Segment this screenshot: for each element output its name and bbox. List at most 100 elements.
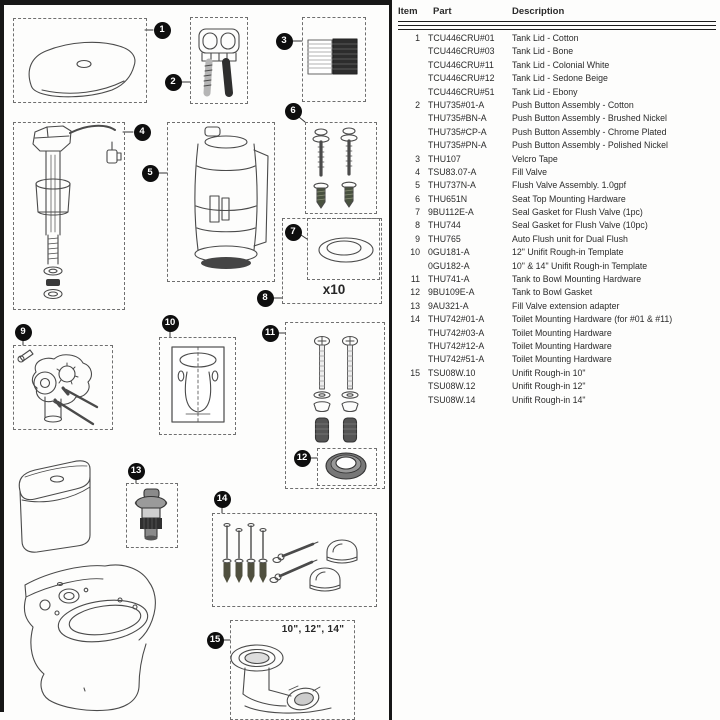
part-cell: THU107	[428, 153, 461, 164]
column-header-description: Description	[512, 6, 565, 17]
description-cell: Unifit Rough-in 14"	[512, 394, 586, 405]
item-cell: 10	[410, 247, 420, 258]
item-cell: 3	[415, 153, 420, 164]
callout-7: 7	[284, 223, 302, 241]
description-cell: Tank Lid - Ebony	[512, 86, 578, 97]
description-cell: Toilet Mounting Hardware	[512, 354, 612, 365]
part-cell: THU742#03-A	[428, 327, 485, 338]
part-cell: TCU446CRU#11	[428, 59, 494, 70]
part-cell: THU765	[428, 233, 461, 244]
description-cell: Fill Valve extension adapter	[512, 300, 620, 311]
description-cell: Tank Lid - Colonial White	[512, 59, 610, 70]
description-cell: Seat Top Mounting Hardware	[512, 193, 626, 204]
part-cell: TCU446CRU#03	[428, 46, 495, 57]
part-cell: THU744	[428, 220, 461, 231]
part-box-2	[190, 17, 248, 104]
description-cell: Tank to Bowl Gasket	[512, 287, 593, 298]
part-cell: THU735#BN-A	[428, 113, 487, 124]
item-cell: 15	[410, 367, 420, 378]
description-cell: Push Button Assembly - Brushed Nickel	[512, 113, 667, 124]
description-cell: Toilet Mounting Hardware (for #01 & #11)	[512, 314, 673, 325]
description-cell: Push Button Assembly - Cotton	[512, 99, 634, 110]
part-cell: THU737N-A	[428, 180, 476, 191]
part-cell: THU742#12-A	[428, 340, 485, 351]
description-cell: Tank Lid - Sedone Beige	[512, 73, 608, 84]
callout-6: 6	[284, 102, 302, 120]
description-cell: Tank Lid - Bone	[512, 46, 574, 57]
quantity-x10-label: x10	[322, 282, 346, 297]
table-row: TCU446CRU#51 Tank Lid - Ebony	[398, 86, 716, 99]
part-box-12	[317, 448, 377, 486]
table-row: TCU446CRU#03 Tank Lid - Bone	[398, 45, 716, 58]
description-cell: Push Button Assembly - Polished Nickel	[512, 140, 668, 151]
callout-13: 13	[127, 462, 145, 480]
item-cell: 7	[415, 207, 420, 218]
callout-9: 9	[14, 323, 32, 341]
table-row: 15 TSU08W.10 Unifit Rough-in 10"	[398, 367, 716, 380]
part-cell: TCU446CRU#51	[428, 86, 495, 97]
table-row: THU735#BN-A Push Button Assembly - Brushe…	[398, 112, 716, 125]
part-cell: 9AU321-A	[428, 300, 469, 311]
description-cell: Tank Lid - Cotton	[512, 33, 579, 43]
part-cell: THU741-A	[428, 274, 470, 285]
part-box-4	[13, 122, 125, 310]
callout-15: 15	[206, 631, 224, 649]
callout-8: 8	[256, 289, 274, 307]
part-cell: THU742#51-A	[428, 354, 485, 365]
table-header: Item Part Description	[398, 6, 716, 22]
part-box-6	[305, 122, 377, 214]
item-cell: 11	[410, 274, 420, 285]
part-cell: TSU08W.10	[428, 367, 476, 378]
part-cell: TSU83.07-A	[428, 166, 477, 177]
description-cell: Auto Flush unit for Dual Flush	[512, 233, 628, 244]
description-cell: Seal Gasket for Flush Valve (10pc)	[512, 220, 648, 231]
part-cell: THU651N	[428, 193, 468, 204]
part-box-1	[13, 18, 147, 103]
item-cell: 2	[415, 99, 420, 110]
part-box-7	[307, 218, 380, 280]
callout-1: 1	[153, 21, 171, 39]
description-cell: Unifit Rough-in 10"	[512, 367, 586, 378]
description-cell: Velcro Tape	[512, 153, 558, 164]
part-cell: THU735#PN-A	[428, 140, 487, 151]
scan-edge-top	[0, 0, 390, 5]
description-cell: Seal Gasket for Flush Valve (1pc)	[512, 207, 643, 218]
part-cell: TSU08W.12	[428, 381, 476, 392]
item-cell: 12	[410, 287, 420, 298]
part-box-10	[159, 337, 236, 435]
description-cell: 10" & 14" Unifit Rough-in Template	[512, 260, 648, 271]
part-box-9	[13, 345, 113, 430]
part-cell: TCU446CRU#12	[428, 73, 495, 84]
callout-2: 2	[164, 73, 182, 91]
item-cell: 14	[410, 314, 420, 325]
description-cell: Toilet Mounting Hardware	[512, 327, 612, 338]
callout-4: 4	[133, 123, 151, 141]
table-row: TCU446CRU#11 Tank Lid - Colonial White	[398, 59, 716, 72]
part-cell: TCU446CRU#01	[428, 33, 495, 43]
rough-in-sizes-label: 10", 12", 14"	[281, 624, 345, 635]
callout-10: 10	[161, 314, 179, 332]
part-box-3	[302, 17, 366, 102]
callout-14: 14	[213, 490, 231, 508]
item-cell: 8	[415, 220, 420, 231]
table-row: THU742#51-A Toilet Mounting Hardware	[398, 353, 716, 366]
column-header-part: Part	[433, 6, 452, 17]
callout-5: 5	[141, 164, 159, 182]
table-row: TCU446CRU#12 Tank Lid - Sedone Beige	[398, 72, 716, 85]
description-cell: 12" Unifit Rough-in Template	[512, 247, 624, 258]
